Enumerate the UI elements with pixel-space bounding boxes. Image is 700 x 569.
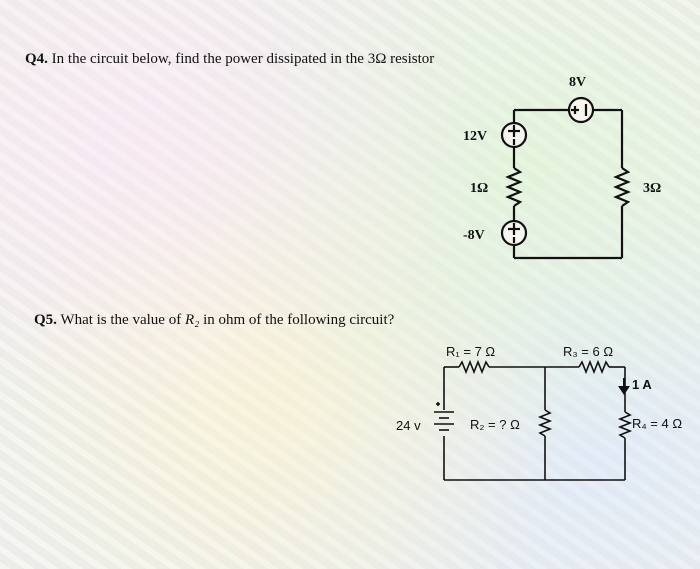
q5-resistor-r4 [617,411,633,439]
question-5-variable: R₂ [184,312,200,328]
question-5-number: Q5. [34,312,57,328]
question-4: Q4. In the circuit below, find the power… [25,51,434,68]
q5-label-current: 1 A [632,377,652,392]
q5-label-source: 24 v [396,418,421,433]
question-5: Q5. What is the value of R₂ in ohm of th… [34,312,394,329]
question-5-text-before: What is the value of [60,312,185,328]
question-4-number: Q4. [25,51,48,67]
q4-resistor-3ohm [613,167,631,207]
q4-label-3ohm: 3Ω [643,181,661,196]
q5-label-r3: R₃ = 6 Ω [563,344,613,359]
q4-label-neg8v: -8V [463,228,485,243]
q5-circuit [434,359,633,481]
q4-label-8v: 8V [569,75,586,90]
q5-resistor-r3 [578,359,610,375]
q4-label-12v: 12V [463,129,487,144]
q5-resistor-r1 [458,359,490,375]
q5-label-r4: R₄ = 4 Ω [632,416,682,431]
question-4-text: In the circuit below, find the power dis… [51,51,435,67]
question-5-text-after: in ohm of the following circuit? [199,312,395,328]
q4-label-1ohm: 1Ω [470,181,488,196]
q4-resistor-1ohm [505,167,523,207]
q5-current-arrow-icon [618,378,630,395]
q5-resistor-r2 [537,409,553,437]
q5-label-r2: R₂ = ? Ω [470,417,520,432]
q4-circuit [500,96,631,260]
q5-label-r1: R₁ = 7 Ω [446,344,495,359]
